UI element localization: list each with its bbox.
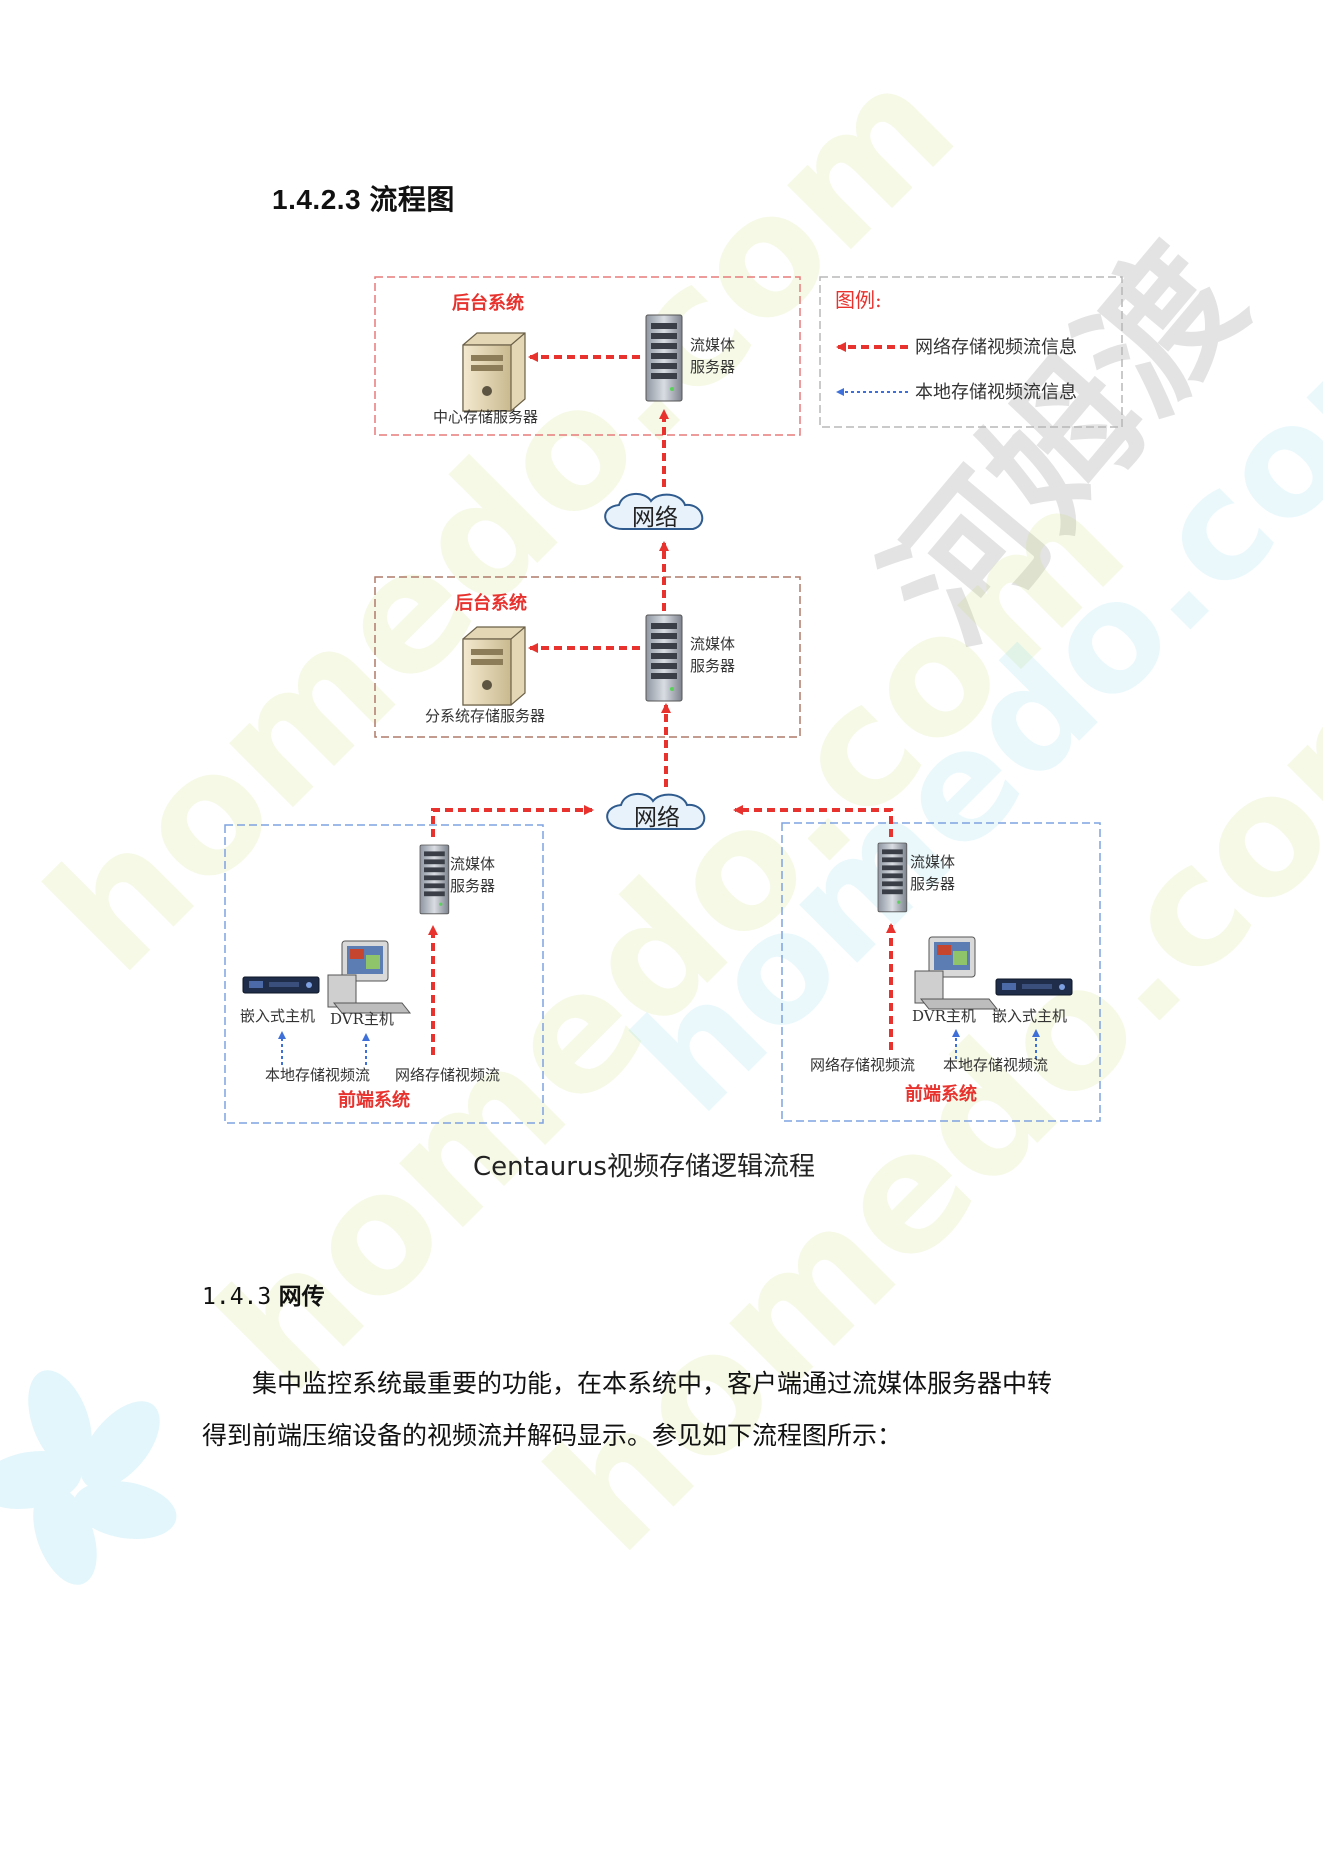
left-local-stream-label: 本地存储视频流 [265, 1066, 370, 1084]
right-network-stream-label: 网络存储视频流 [810, 1056, 915, 1074]
sub-backend-system: 后台系统 分系统存储服务器 流媒体 服务器 [374, 576, 801, 738]
sub-storage-server-label: 分系统存储服务器 [425, 707, 545, 725]
subsection-heading: 1.4.3 网传 [202, 1277, 325, 1311]
right-media-server-label-2: 服务器 [910, 875, 955, 893]
network-top-label: 网络 [632, 505, 678, 531]
sub-media-server-icon [645, 614, 683, 702]
legend-local-label: 本地存储视频流信息 [915, 382, 1077, 403]
left-embedded-host-icon [242, 976, 320, 994]
subsection-number: 1.4.3 [202, 1284, 272, 1310]
legend: 图例: 网络存储视频流信息 本地存储视频流信息 [819, 276, 1123, 428]
left-dvr-host-icon [327, 940, 411, 1014]
central-media-server-label-2: 服务器 [690, 358, 735, 376]
right-media-server-icon [877, 842, 908, 913]
section-heading: 1.4.2.3 流程图 [272, 178, 455, 218]
network-bottom-label: 网络 [634, 805, 680, 831]
left-media-server-icon [419, 844, 450, 915]
frontend-left-title: 前端系统 [338, 1089, 410, 1111]
right-embedded-host-label: 嵌入式主机 [992, 1007, 1067, 1025]
left-media-server-label-1: 流媒体 [450, 855, 495, 873]
legend-title: 图例: [835, 288, 882, 312]
watermark-logo-icon [0, 1370, 177, 1585]
legend-network-label: 网络存储视频流信息 [915, 337, 1077, 358]
sub-media-server-label-1: 流媒体 [690, 635, 735, 653]
right-media-to-network-arrow [733, 805, 893, 837]
sub-backend-title: 后台系统 [455, 592, 527, 614]
section-title: 流程图 [369, 184, 455, 215]
central-backend-title: 后台系统 [452, 292, 524, 314]
right-embedded-host-icon [995, 978, 1073, 996]
diagram-caption: Centaurus视频存储逻辑流程 [473, 1152, 815, 1182]
right-dvr-host-label: DVR主机 [912, 1007, 976, 1025]
body-line-1: 集中监控系统最重要的功能，在本系统中，客户端通过流媒体服务器中转 [252, 1369, 1053, 1398]
central-media-server-label-1: 流媒体 [690, 336, 735, 354]
left-dvr-host-label: DVR主机 [330, 1010, 394, 1028]
storage-flow-diagram: 图例: 网络存储视频流信息 本地存储视频流信息 后台系统 中心存储服务器 流媒体… [224, 276, 1123, 1182]
central-storage-server-label: 中心存储服务器 [433, 408, 538, 426]
sub-media-server-label-2: 服务器 [690, 657, 735, 675]
central-media-server-icon [645, 314, 683, 402]
right-local-stream-label: 本地存储视频流 [943, 1056, 1048, 1074]
section-number: 1.4.2.3 [272, 184, 362, 215]
left-media-server-label-2: 服务器 [450, 877, 495, 895]
central-backend-system: 后台系统 中心存储服务器 流媒体 服务器 [374, 276, 801, 436]
subsection-title: 网传 [278, 1284, 325, 1310]
left-network-stream-label: 网络存储视频流 [395, 1066, 500, 1084]
frontend-right-system: 流媒体 服务器 DVR主机 嵌入式主机 网络存储视频流 本地存储视频流 前端系统 [781, 822, 1101, 1122]
body-line-2: 得到前端压缩设备的视频流并解码显示。参见如下流程图所示： [202, 1421, 903, 1450]
left-embedded-host-label: 嵌入式主机 [240, 1007, 315, 1025]
frontend-left-system: 流媒体 服务器 嵌入式主机 DVR主机 本地存储视频流 网络存储视频流 前端系统 [224, 824, 544, 1124]
sub-storage-server-icon [462, 626, 526, 706]
body-paragraph: 集中监控系统最重要的功能，在本系统中，客户端通过流媒体服务器中转 得到前端压缩设… [202, 1358, 1132, 1462]
right-media-server-label-1: 流媒体 [910, 853, 955, 871]
right-dvr-host-icon [914, 936, 998, 1010]
frontend-right-title: 前端系统 [905, 1083, 977, 1105]
left-media-to-network-arrow [431, 805, 594, 837]
central-storage-server-icon [462, 332, 526, 412]
